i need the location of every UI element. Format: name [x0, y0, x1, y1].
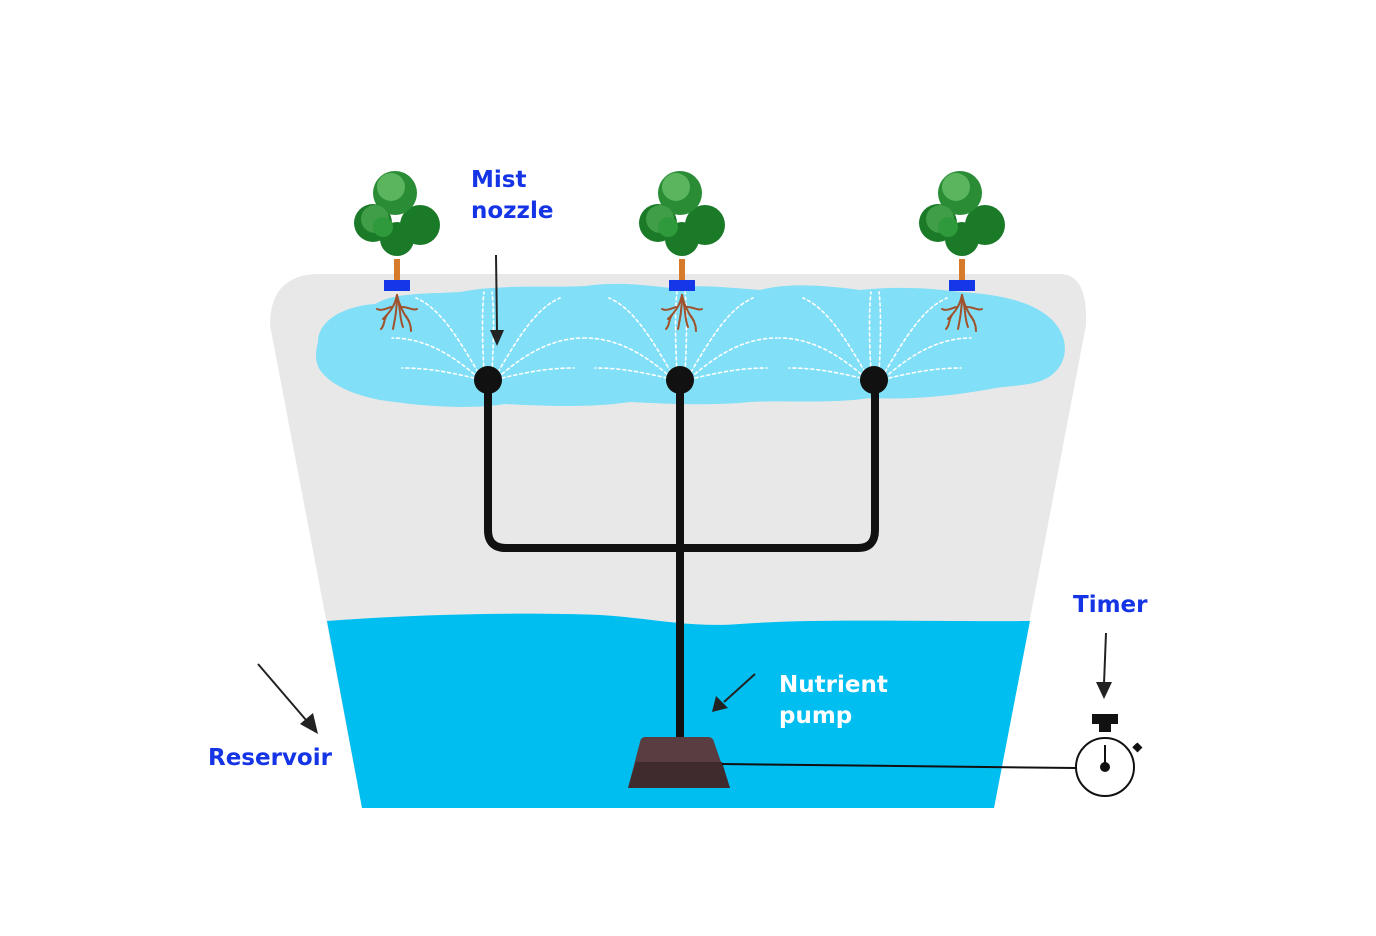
annotation-arrows [257, 254, 1112, 734]
reservoir-label: Reservoir [208, 745, 332, 771]
nutrient-pump-label-line2: pump [779, 703, 853, 729]
timer-cable [721, 763, 1077, 769]
timer-icon [1075, 714, 1143, 797]
mist-nozzle-icon [474, 366, 502, 394]
nutrient-pump-label: Nutrient pump [779, 670, 888, 732]
mist-nozzle-label-line2: nozzle [471, 198, 554, 224]
mist-nozzle-label: Mist nozzle [471, 165, 553, 227]
mist-nozzle-icon [666, 366, 694, 394]
pump-icon [628, 737, 730, 788]
pipe-network [484, 376, 879, 744]
timer-label: Timer [1073, 592, 1148, 618]
mist-nozzle-icon [860, 366, 888, 394]
mist-nozzle-label-line1: Mist [471, 167, 527, 193]
nutrient-pump-label-line1: Nutrient [779, 672, 888, 698]
